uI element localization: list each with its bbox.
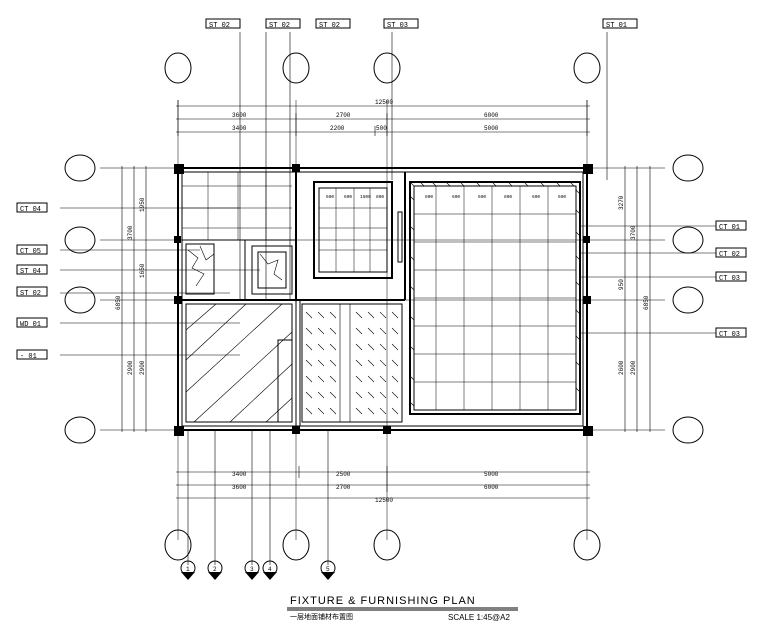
- left-material-tags: CT 04 CT 05 ST 04 ST 02 WD 01 - 01: [16, 202, 48, 361]
- top-dim-2: 2700: [336, 112, 351, 119]
- wood-floor: [185, 303, 293, 423]
- section-marker-5: 5: [326, 566, 330, 573]
- top-dim-7: 5000: [484, 125, 499, 132]
- section-markers: 1 2 3 4 5: [180, 560, 336, 580]
- right-tag-1: CT 01: [719, 224, 740, 232]
- section-marker-4: 4: [268, 566, 272, 573]
- title-block: FIXTURE & FURNISHING PLAN 一层地面铺材布置图 SCAL…: [287, 595, 518, 622]
- right-overall-dim: 6850: [643, 295, 650, 310]
- hall-dim-4: 800: [504, 194, 512, 200]
- hall-dim-3: 600: [478, 194, 486, 200]
- section-marker-1: 1: [186, 566, 190, 573]
- building-walls: [174, 164, 593, 436]
- top-tag-3: ST 02: [319, 22, 340, 30]
- top-dim-4: 3400: [232, 125, 247, 132]
- marble-area: [185, 243, 293, 295]
- top-tag-1: ST 02: [209, 22, 230, 30]
- tag-leader-lines: [60, 32, 716, 565]
- hall-dim-2: 600: [452, 194, 460, 200]
- top-tag-5: ST 01: [606, 22, 627, 30]
- hall-dim-5: 600: [532, 194, 540, 200]
- left-tag-6: - 01: [20, 353, 37, 361]
- top-dimension-text: 12500 3600 2700 6000 3400 2200 500 5000: [232, 99, 499, 132]
- section-marker-2: 2: [213, 566, 217, 573]
- right-material-tags: CT 01 CT 02 CT 03 CT 03: [715, 220, 747, 339]
- top-dimension-lines: [176, 100, 590, 136]
- hall-dim-1: 800: [425, 194, 433, 200]
- left-inner-dim-3: 2900: [139, 360, 146, 375]
- bottom-dim-4: 3600: [232, 484, 247, 491]
- right-mid-dim-1: 3700: [630, 225, 637, 240]
- right-dimension-lines: [624, 166, 651, 432]
- right-tag-4: CT 03: [719, 331, 740, 339]
- section-marker-3: 3: [250, 566, 254, 573]
- middle-room-grid: [313, 181, 403, 279]
- bottom-dim-2: 2500: [336, 471, 351, 478]
- left-tag-2: CT 05: [20, 248, 41, 256]
- room-dim-3: 1500: [360, 194, 371, 200]
- room-dim-2: 600: [344, 194, 352, 200]
- right-tag-2: CT 02: [719, 251, 740, 259]
- axis-bubbles: [64, 52, 704, 561]
- bottom-dim-1: 3400: [232, 471, 247, 478]
- top-dim-6: 500: [376, 125, 387, 132]
- left-mid-dim-1: 3700: [127, 225, 134, 240]
- top-dim-1: 3600: [232, 112, 247, 119]
- hall-dim-6: 600: [558, 194, 566, 200]
- right-inner-dim-3: 2600: [618, 360, 625, 375]
- left-tag-1: CT 04: [20, 206, 41, 214]
- bottom-dim-5: 2700: [336, 484, 351, 491]
- right-mid-dim-2: 2900: [630, 360, 637, 375]
- drawing-scale: SCALE 1:45@A2: [448, 613, 510, 622]
- top-tag-4: ST 03: [387, 22, 408, 30]
- top-material-tags: ST 02 ST 02 ST 02 ST 03 ST 01: [205, 18, 638, 30]
- room-tiles-top-left: [182, 172, 292, 240]
- right-inner-dim-1: 3270: [618, 195, 625, 210]
- room-dim-1: 600: [326, 194, 334, 200]
- bottom-dimension-text: 3400 2500 5000 3600 2700 6000 12500: [232, 471, 499, 504]
- left-inner-dim-1: 1950: [139, 197, 146, 212]
- left-mid-dim-2: 2900: [127, 360, 134, 375]
- left-tag-3: ST 04: [20, 268, 41, 276]
- top-dim-3: 6000: [484, 112, 499, 119]
- left-tag-5: WD 01: [20, 321, 41, 329]
- hall-tile-grid: [409, 181, 581, 415]
- left-dimension-text: 6850 3700 2900 1950 1650 2900: [115, 197, 146, 375]
- drawing-subtitle: 一层地面铺材布置图: [290, 612, 353, 621]
- right-dimension-text: 3270 950 2600 3700 2900 6850: [618, 195, 650, 375]
- bottom-dim-3: 5000: [484, 471, 499, 478]
- stone-pattern-floor: [301, 303, 403, 423]
- right-tag-3: CT 03: [719, 275, 740, 283]
- top-overall-dim: 12500: [375, 99, 393, 106]
- top-dim-5: 2200: [330, 125, 345, 132]
- left-overall-dim: 6850: [115, 295, 122, 310]
- hall-dimension-text: 800 600 600 800 600 600 600 600 1500 800: [326, 194, 566, 200]
- left-tag-4: ST 02: [20, 290, 41, 298]
- room-dim-4: 800: [376, 194, 384, 200]
- left-dimension-lines: [121, 166, 147, 432]
- bottom-dim-6: 6000: [484, 484, 499, 491]
- right-inner-dim-2: 950: [618, 279, 625, 290]
- left-inner-dim-2: 1650: [139, 263, 146, 278]
- top-tag-2: ST 02: [269, 22, 290, 30]
- drawing-title: FIXTURE & FURNISHING PLAN: [290, 595, 476, 607]
- bottom-overall-dim: 12500: [375, 497, 393, 504]
- bottom-dimension-lines: [176, 466, 590, 499]
